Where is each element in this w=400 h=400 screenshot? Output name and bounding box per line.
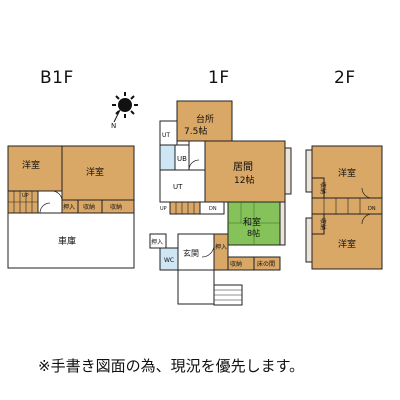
1f-ut2-label: UT bbox=[173, 183, 183, 191]
1f-ut-label: UT bbox=[162, 132, 170, 139]
2f-window-bottom bbox=[305, 217, 313, 263]
1f-living-window bbox=[284, 147, 292, 195]
1f-genkan-label: 玄関 bbox=[183, 248, 199, 258]
1f-kaidan-storage bbox=[213, 233, 229, 271]
1f-kaidan-label: 押入 bbox=[215, 243, 227, 251]
1f-ub-label: UB bbox=[177, 155, 187, 163]
1f-dn-label: DN bbox=[209, 206, 217, 212]
1f-living-size: 12帖 bbox=[234, 174, 254, 186]
1f-oshiire-label: 押入 bbox=[151, 238, 163, 246]
1f-living-label: 居間 bbox=[233, 161, 253, 173]
1f-washitsu-window bbox=[279, 201, 286, 246]
2f-window-top bbox=[305, 149, 313, 193]
b1f-garage-label: 車庫 bbox=[58, 235, 76, 247]
1f-tokonoma-label: 床の間 bbox=[257, 260, 275, 268]
2f-label: 2F bbox=[334, 68, 356, 88]
2f-shuno-bottom-label: 収納 bbox=[319, 218, 327, 230]
2f-stairs bbox=[311, 197, 383, 215]
b1f-stairs bbox=[7, 190, 39, 214]
b1f-yoshitsu-right-label: 洋室 bbox=[86, 166, 104, 178]
compass-n: N bbox=[111, 122, 116, 130]
1f-washitsu-label: 和室 bbox=[243, 216, 261, 228]
1f-shuno-a-label: 収納 bbox=[230, 260, 242, 268]
b1f-yoshitsu-right bbox=[61, 145, 135, 201]
1f-plan: 台所 7.5帖 UT UB 居間 12帖 UT UP DN 和室 8帖 押入 W… bbox=[149, 100, 292, 306]
1f-hall-upper bbox=[188, 140, 206, 171]
b1f-label: B1F bbox=[40, 68, 74, 88]
1f-wc-label: WC bbox=[164, 257, 174, 264]
1f-oshiire bbox=[149, 233, 167, 249]
2f-shuno-top-label: 収納 bbox=[319, 182, 327, 194]
1f-genkan bbox=[177, 233, 215, 271]
1f-up-label: UP bbox=[160, 206, 167, 212]
1f-entrance-steps bbox=[177, 269, 243, 306]
1f-dn-area bbox=[199, 201, 225, 215]
b1f-garage bbox=[7, 212, 135, 269]
1f-ub-tub bbox=[159, 144, 176, 171]
1f-kitchen-size: 7.5帖 bbox=[184, 125, 207, 137]
1f-tokonoma bbox=[253, 256, 281, 271]
1f-stairs bbox=[169, 201, 201, 215]
1f-kitchen bbox=[176, 100, 233, 142]
b1f-shuno1-label: 収納 bbox=[83, 203, 95, 211]
compass-icon: N bbox=[111, 92, 138, 130]
1f-kitchen-label: 台所 bbox=[196, 113, 214, 125]
b1f-plan: 洋室 洋室 UP 押入 収納 収納 車庫 bbox=[7, 145, 135, 269]
b1f-yoshitsu-left bbox=[7, 145, 63, 192]
b1f-oshiire-label: 押入 bbox=[63, 203, 75, 211]
2f-yoshitsu-bottom-label: 洋室 bbox=[338, 238, 356, 250]
2f-yoshitsu-top-label: 洋室 bbox=[338, 167, 356, 179]
b1f-shuno2-label: 収納 bbox=[110, 203, 122, 211]
b1f-up-label: UP bbox=[22, 193, 29, 199]
1f-label: 1F bbox=[208, 68, 230, 88]
disclaimer-note: ※手書き図面の為、現況を優先します。 bbox=[38, 357, 305, 375]
2f-dn-label: DN bbox=[368, 206, 376, 212]
1f-tatami-lines bbox=[228, 202, 280, 245]
2f-plan: 洋室 洋室 収納 収納 DN bbox=[305, 145, 383, 270]
b1f-yoshitsu-left-label: 洋室 bbox=[22, 159, 40, 171]
1f-hall bbox=[159, 169, 206, 203]
1f-washitsu-size: 8帖 bbox=[247, 228, 260, 238]
